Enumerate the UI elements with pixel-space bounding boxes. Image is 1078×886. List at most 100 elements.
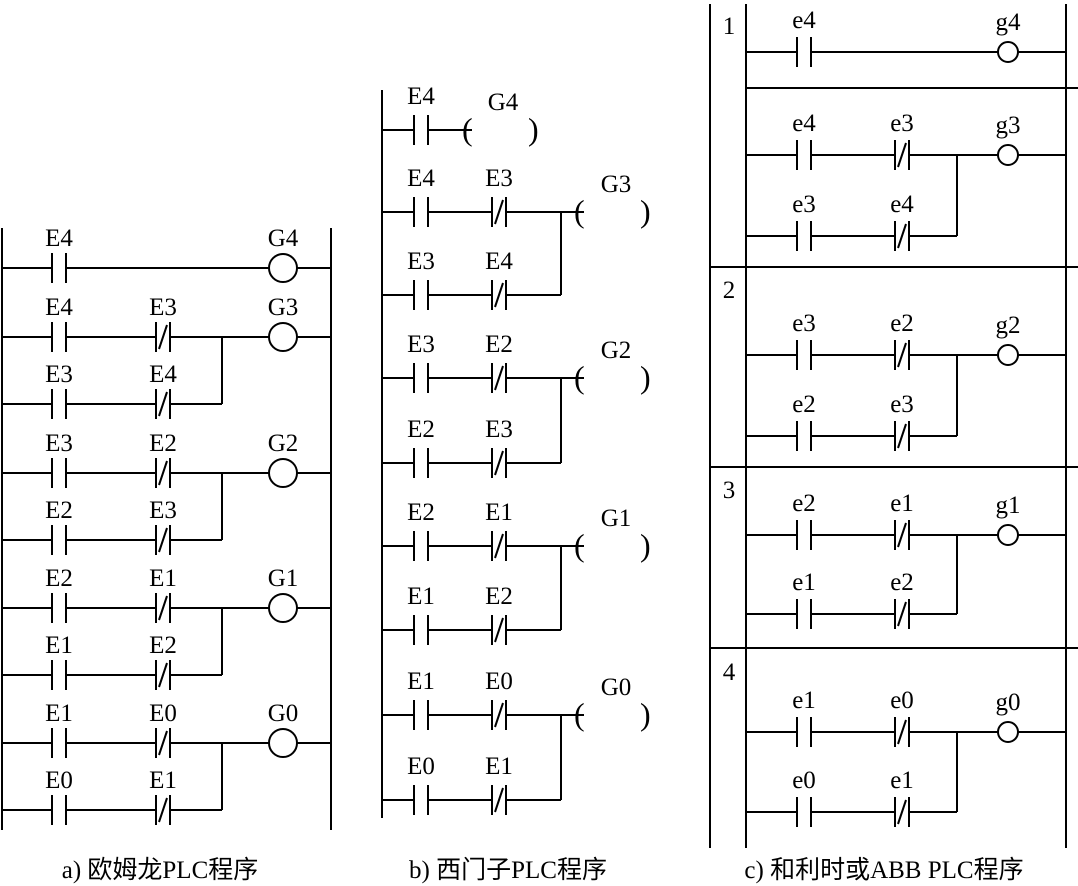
nc-contact: e2 bbox=[890, 310, 914, 370]
no-contact: E1 bbox=[45, 632, 73, 690]
coil-label: G4 bbox=[268, 225, 299, 252]
no-contact: E3 bbox=[45, 430, 73, 488]
contact-label: e0 bbox=[792, 767, 816, 794]
contact-slash bbox=[158, 324, 168, 350]
coil-label: G2 bbox=[268, 430, 299, 457]
coil-symbol: () bbox=[574, 359, 651, 395]
coil-paren-right: ) bbox=[640, 696, 651, 732]
contact-slash bbox=[158, 595, 168, 621]
contact-slash bbox=[158, 730, 168, 756]
coil-symbol bbox=[268, 593, 298, 623]
contact-label: E3 bbox=[149, 497, 177, 524]
no-contact: e1 bbox=[792, 569, 816, 629]
contact-slash bbox=[158, 527, 168, 553]
coil-label: G4 bbox=[488, 89, 519, 116]
contact-label: E3 bbox=[407, 331, 435, 358]
contact-label: E2 bbox=[45, 565, 73, 592]
coil-symbol bbox=[997, 144, 1019, 166]
nc-contact: e1 bbox=[890, 767, 914, 827]
coil-symbol: () bbox=[574, 527, 651, 563]
nc-contact: E1 bbox=[485, 753, 513, 815]
coil-symbol bbox=[268, 322, 298, 352]
nc-contact: E3 bbox=[485, 165, 513, 227]
contact-slash bbox=[897, 799, 907, 825]
coil-label: G1 bbox=[268, 565, 299, 592]
contact-label: e3 bbox=[890, 391, 914, 418]
contact-slash bbox=[494, 282, 504, 308]
contact-slash bbox=[897, 223, 907, 249]
contact-label: E4 bbox=[149, 361, 177, 388]
contact-label: E3 bbox=[485, 416, 513, 443]
nc-contact: e3 bbox=[890, 110, 914, 170]
section-number: 3 bbox=[723, 477, 736, 504]
coil-symbol bbox=[997, 721, 1019, 743]
contact-slash bbox=[897, 142, 907, 168]
contact-label: E1 bbox=[485, 753, 513, 780]
no-contact: E1 bbox=[407, 668, 435, 730]
coil-label: g2 bbox=[996, 312, 1021, 339]
coil-paren-left: ( bbox=[574, 527, 585, 563]
no-contact: e3 bbox=[792, 191, 816, 251]
no-contact: E3 bbox=[407, 331, 435, 393]
no-contact: e4 bbox=[792, 110, 816, 170]
contact-label: E2 bbox=[45, 497, 73, 524]
contact-label: E3 bbox=[407, 248, 435, 275]
contact-label: E2 bbox=[149, 632, 177, 659]
coil-paren-right: ) bbox=[640, 359, 651, 395]
parallel-branch: e0 e1 bbox=[746, 732, 958, 827]
contact-label: e2 bbox=[792, 490, 816, 517]
parallel-branch: E3 E4 bbox=[2, 337, 223, 419]
coil-paren-left: ( bbox=[574, 193, 585, 229]
contact-label: E2 bbox=[407, 416, 435, 443]
contact-label: E4 bbox=[45, 225, 73, 252]
contact-label: E4 bbox=[407, 83, 435, 110]
no-contact: E4 bbox=[407, 83, 435, 145]
contact-label: e3 bbox=[792, 310, 816, 337]
nc-contact: E2 bbox=[149, 430, 177, 488]
section-number: 1 bbox=[723, 13, 736, 40]
contact-slash bbox=[158, 460, 168, 486]
contact-label: E1 bbox=[149, 565, 177, 592]
contact-label: E1 bbox=[407, 668, 435, 695]
no-contact: E4 bbox=[45, 225, 73, 283]
figure-caption: a) 欧姆龙PLC程序 bbox=[62, 856, 259, 884]
nc-contact: e3 bbox=[890, 391, 914, 451]
contact-slash bbox=[494, 450, 504, 476]
contact-slash bbox=[494, 702, 504, 728]
contact-label: e4 bbox=[792, 7, 816, 34]
coil-label: G0 bbox=[268, 700, 299, 727]
nc-contact: E3 bbox=[149, 497, 177, 555]
contact-slash bbox=[158, 662, 168, 688]
contact-label: E0 bbox=[407, 753, 435, 780]
contact-label: e2 bbox=[890, 569, 914, 596]
no-contact: E0 bbox=[45, 767, 73, 825]
nc-contact: E0 bbox=[485, 668, 513, 730]
no-contact: E3 bbox=[45, 361, 73, 419]
coil-paren-right: ) bbox=[640, 193, 651, 229]
no-contact: e3 bbox=[792, 310, 816, 370]
coil-paren-right: ) bbox=[640, 527, 651, 563]
figure-caption: c) 和利时或ABB PLC程序 bbox=[744, 856, 1023, 884]
contact-label: e4 bbox=[792, 110, 816, 137]
contact-label: E4 bbox=[485, 248, 513, 275]
no-contact: E1 bbox=[45, 700, 73, 758]
coil-symbol: () bbox=[574, 696, 651, 732]
contact-slash bbox=[897, 342, 907, 368]
nc-contact: E3 bbox=[149, 294, 177, 352]
no-contact: e2 bbox=[792, 490, 816, 550]
contact-label: e4 bbox=[890, 191, 914, 218]
coil-symbol bbox=[997, 41, 1019, 63]
coil-symbol: () bbox=[574, 193, 651, 229]
nc-contact: e1 bbox=[890, 490, 914, 550]
no-contact: e1 bbox=[792, 687, 816, 747]
no-contact: E3 bbox=[407, 248, 435, 310]
